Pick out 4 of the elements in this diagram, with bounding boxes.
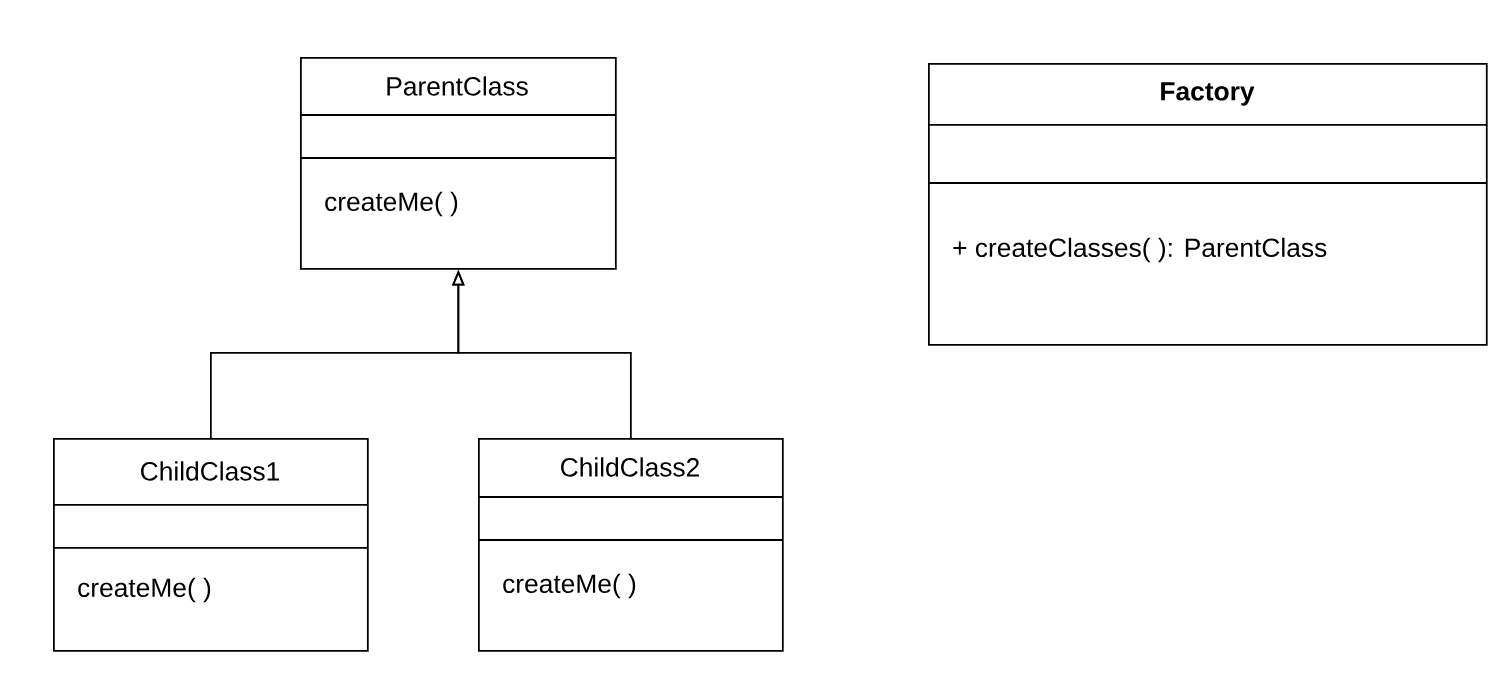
class-box: ParentClass createMe( ): [299, 57, 617, 270]
class-box: Factory + createClasses( ): ParentClass: [927, 63, 1488, 346]
class-box: ChildClass2 createMe( ): [477, 438, 784, 652]
class-box: ChildClass1 createMe( ): [52, 438, 369, 652]
